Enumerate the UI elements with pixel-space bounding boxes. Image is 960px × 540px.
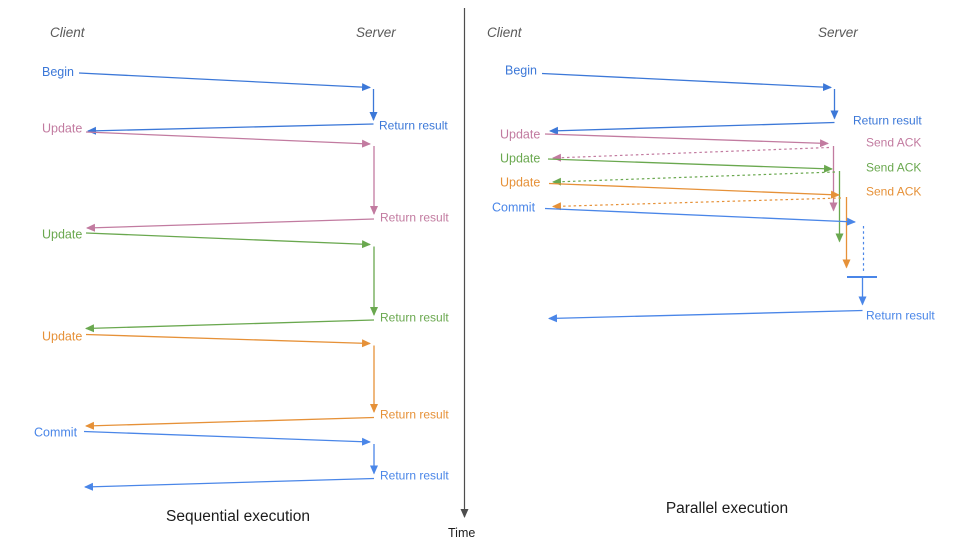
seq-update1-response-label: Return result [380,211,449,225]
seq-update2-label: Update [42,228,82,242]
par-update1-request-line [544,133,829,148]
seq-update2-response-line [85,319,375,333]
par-commit-label: Commit [492,201,536,215]
seq-commit-label: Commit [34,426,78,440]
seq-update2-request-line [85,232,371,249]
sequential-execution-caption: Sequential execution [166,508,310,525]
par-server-header: Server [818,25,858,40]
seq-begin-request-line [78,72,371,92]
par-update2-request-line [547,158,833,173]
time-axis-label: Time [448,526,475,540]
seq-update1-request-line [85,131,371,148]
par-update1-label: Update [500,128,540,142]
seq-begin-response-label: Return result [379,119,448,133]
seq-commit-request-line [83,430,371,446]
par-update3-label: Update [500,176,540,190]
par-update3-request-line [548,182,840,199]
par-commit-response-line [548,309,863,323]
seq-update2-response-label: Return result [380,311,449,325]
par-begin-request-line [541,72,832,92]
par-commit-request-line [544,207,856,226]
par-update2-ack-label: Send ACK [866,161,921,175]
par-commit-response-label: Return result [866,309,935,323]
par-update3-ack-label: Send ACK [866,185,921,199]
par-client-header: Client [487,25,523,40]
seq-update1-label: Update [42,122,82,136]
par-update1-ack-line [552,146,830,162]
seq-commit-response-label: Return result [380,469,449,483]
par-begin-response-label: Return result [853,114,922,128]
seq-client-header: Client [50,25,86,40]
par-begin-label: Begin [505,64,537,78]
seq-commit-response-line [84,477,375,491]
seq-update3-response-line [85,416,375,430]
seq-update1-response-line [86,218,375,232]
parallel-execution-caption: Parallel execution [666,500,788,517]
seq-update3-request-line [85,333,371,348]
seq-begin-label: Begin [42,65,74,79]
seq-begin-response-line [87,123,374,135]
seq-server-header: Server [356,25,396,40]
par-begin-response-line [549,121,835,135]
par-update3-ack-line [552,197,842,211]
par-update2-label: Update [500,152,540,166]
par-update1-ack-label: Send ACK [866,136,921,150]
seq-update3-response-label: Return result [380,408,449,422]
par-update2-ack-line [552,171,836,186]
seq-update3-label: Update [42,330,82,344]
